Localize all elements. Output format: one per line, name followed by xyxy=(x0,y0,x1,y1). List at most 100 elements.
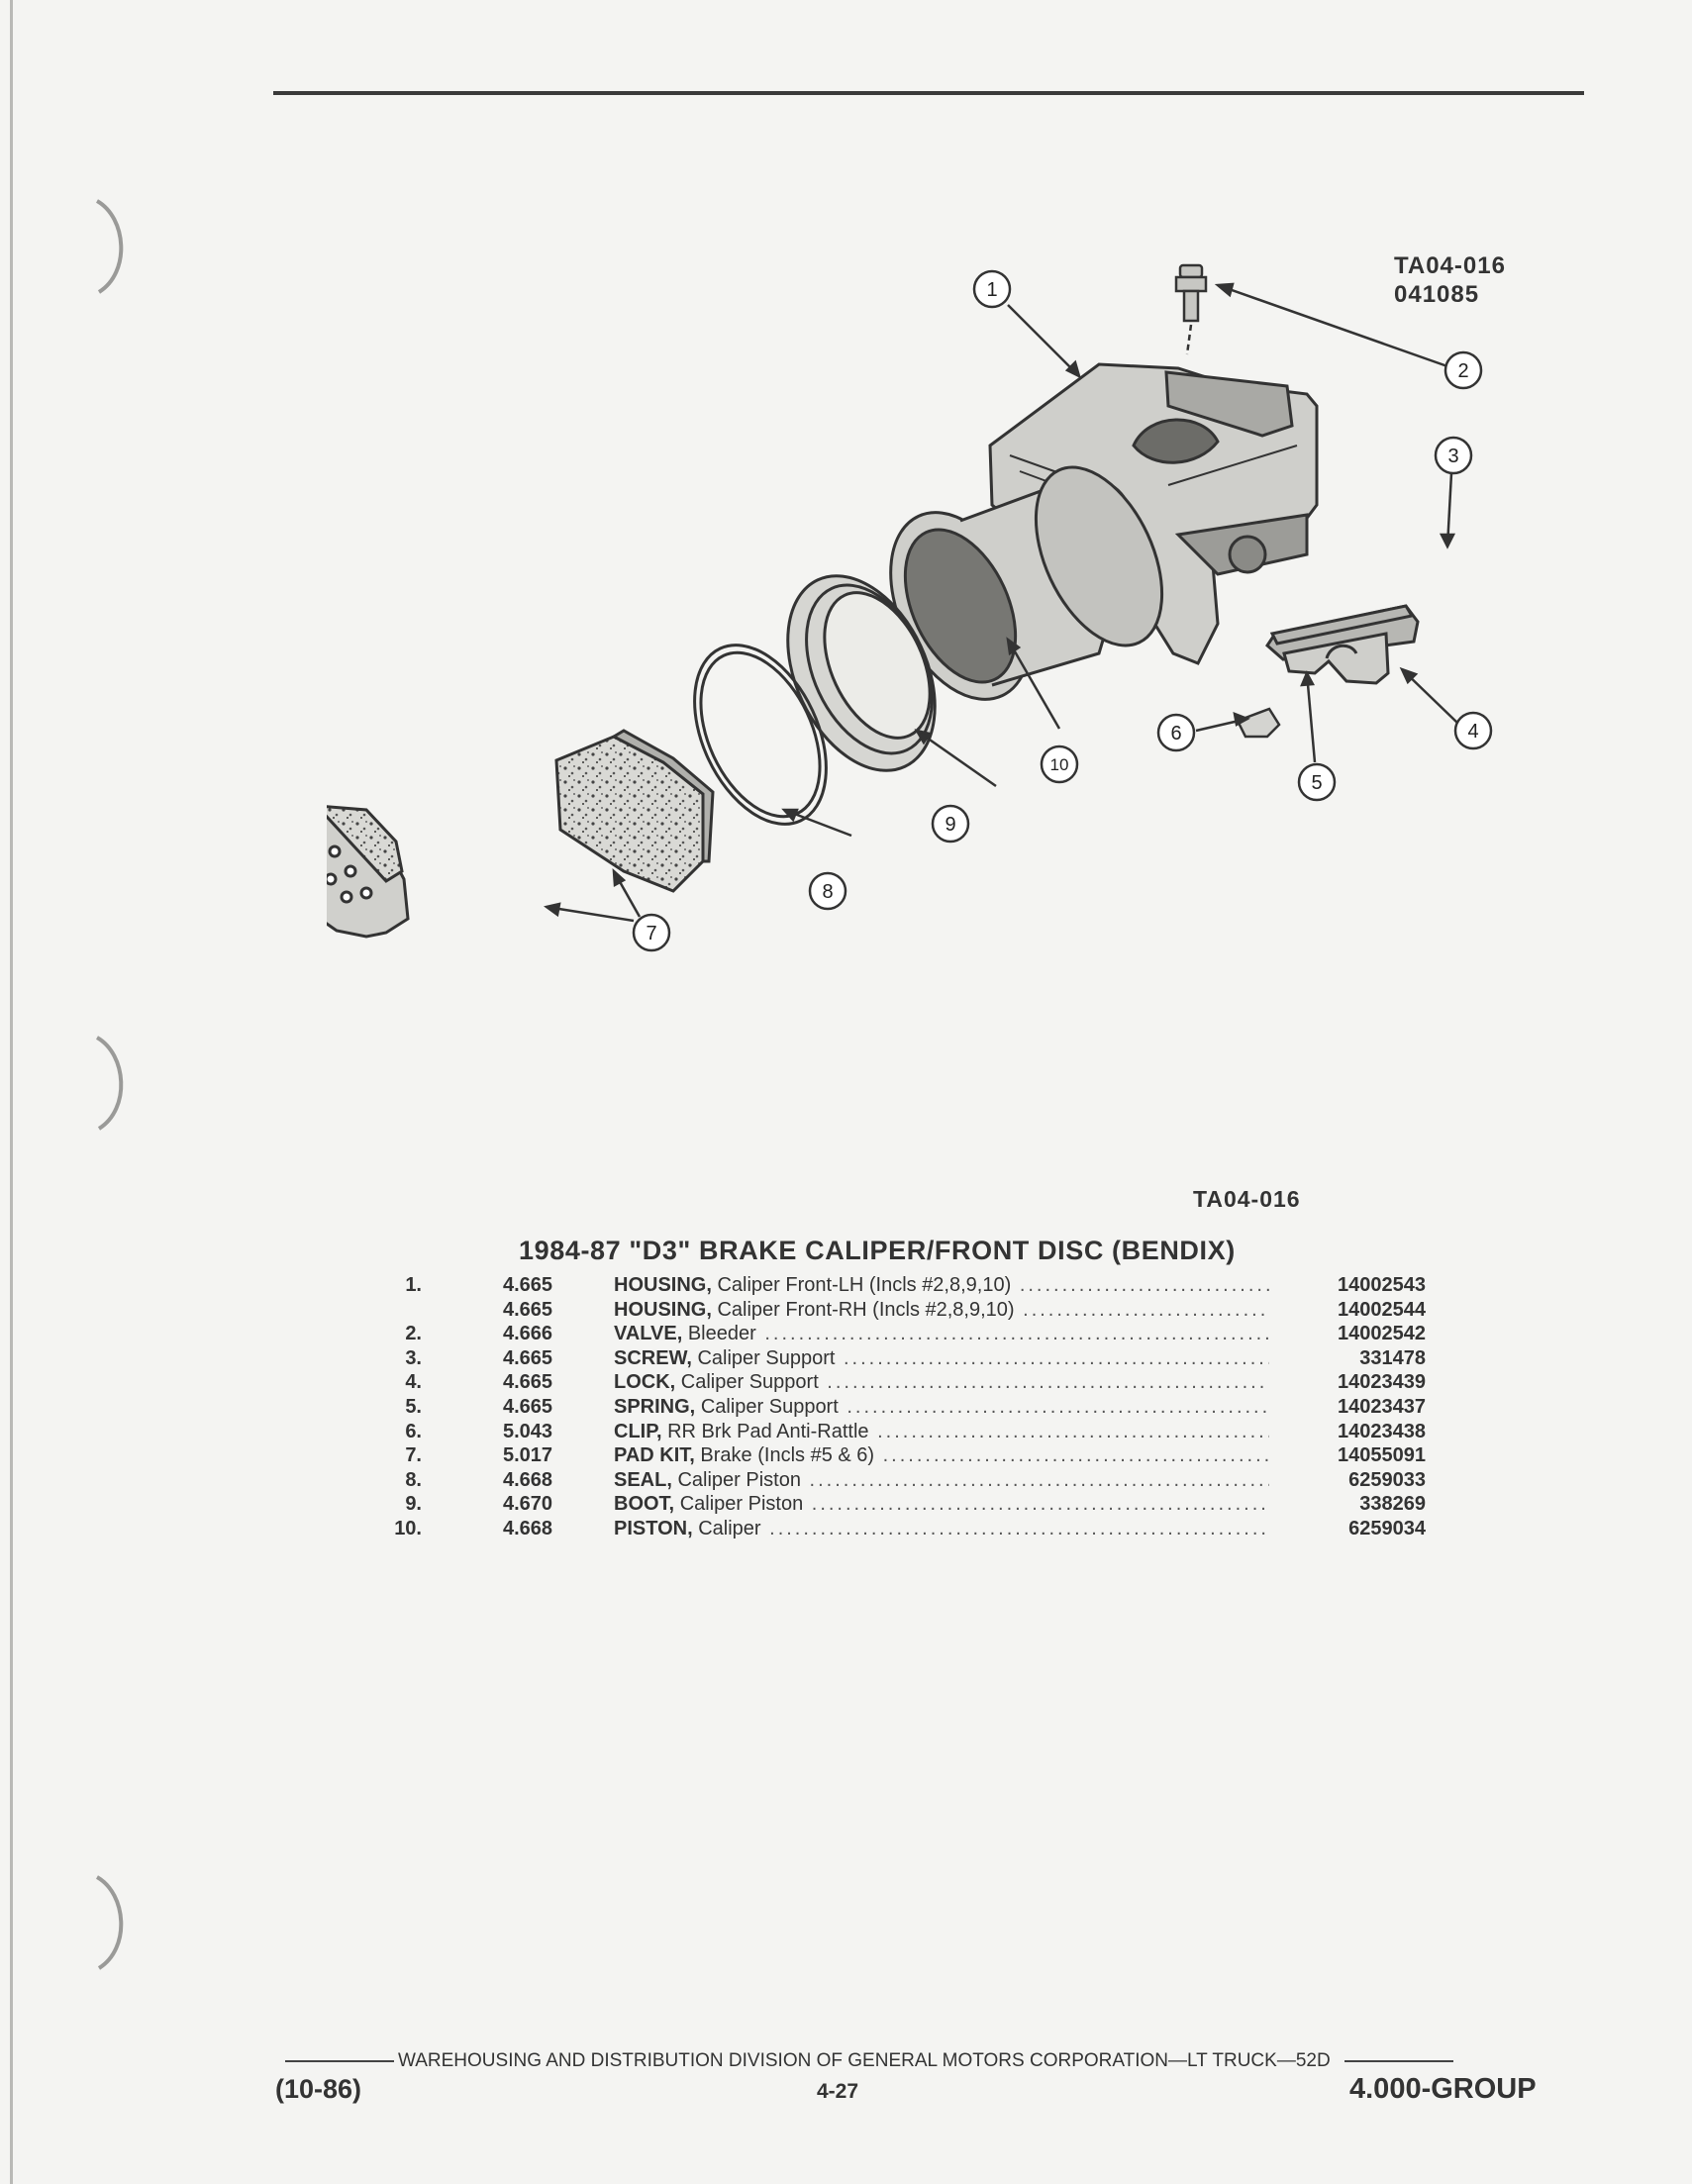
part-number: 14002543 xyxy=(1338,1274,1426,1296)
part-detail: Brake (Incls #5 & 6) xyxy=(700,1444,875,1467)
part-detail: Caliper Support xyxy=(680,1371,819,1394)
callout-1: 1 xyxy=(972,269,1012,309)
callout-7: 7 xyxy=(632,913,671,952)
part-detail: Bleeder xyxy=(687,1323,756,1345)
part-number: 331478 xyxy=(1359,1346,1426,1369)
part-item-number: 2. xyxy=(405,1323,422,1345)
dot-leader: ........................................… xyxy=(764,1323,1269,1345)
part-description: HOUSING, Caliper Front-RH (Incls #2,8,9,… xyxy=(614,1298,1269,1323)
callouts: 1 2 3 4 5 6 7 8 9 10 xyxy=(632,269,1493,952)
part-detail: Caliper xyxy=(698,1517,761,1539)
footer-date: (10-86) xyxy=(275,2074,362,2104)
part-group-number: 4.668 xyxy=(503,1468,553,1491)
svg-text:4: 4 xyxy=(1467,721,1478,743)
part-detail: Caliper Front-RH (Incls #2,8,9,10) xyxy=(717,1298,1015,1321)
inboard-brake-pad xyxy=(554,729,715,893)
part-name: PISTON, xyxy=(614,1517,693,1539)
part-number: 14002542 xyxy=(1338,1323,1426,1345)
part-name: HOUSING, xyxy=(614,1274,712,1296)
callout-5: 5 xyxy=(1297,762,1337,802)
part-group-number: 4.665 xyxy=(503,1298,553,1321)
part-description: VALVE, Bleeder .........................… xyxy=(614,1322,1269,1346)
caliper-piston xyxy=(889,465,1164,701)
part-detail: Caliper Support xyxy=(697,1346,836,1369)
dot-leader: ........................................… xyxy=(843,1346,1269,1369)
svg-text:9: 9 xyxy=(945,814,955,836)
dot-leader: ........................................… xyxy=(1023,1298,1269,1321)
page-number: 4-27 xyxy=(817,2080,859,2103)
part-group-number: 5.043 xyxy=(503,1420,553,1442)
dot-leader: ........................................… xyxy=(882,1444,1269,1467)
svg-text:7: 7 xyxy=(646,923,656,944)
callout-9: 9 xyxy=(931,804,970,844)
part-item-number: 4. xyxy=(405,1371,422,1394)
part-item-number: 3. xyxy=(405,1346,422,1369)
part-name: CLIP, xyxy=(614,1420,662,1442)
part-name: SPRING, xyxy=(614,1395,696,1418)
dot-leader: ........................................… xyxy=(827,1371,1269,1394)
part-name: VALVE, xyxy=(614,1323,683,1345)
dot-leader: ........................................… xyxy=(846,1395,1269,1418)
caliper-piston-boot xyxy=(786,574,937,772)
dot-leader: ........................................… xyxy=(769,1517,1269,1539)
figure-reference: TA04-016 xyxy=(1193,1186,1301,1212)
anti-rattle-clip xyxy=(1236,707,1281,739)
part-detail: Caliper Support xyxy=(700,1395,839,1418)
part-group-number: 4.665 xyxy=(503,1371,553,1394)
part-item-number: 8. xyxy=(405,1468,422,1491)
part-detail: Caliper Piston xyxy=(677,1468,801,1491)
bleeder-valve xyxy=(1174,263,1208,355)
footer-publisher-text: WAREHOUSING AND DISTRIBUTION DIVISION OF… xyxy=(398,2050,1331,2071)
part-number: 6259033 xyxy=(1348,1468,1426,1491)
part-group-number: 4.668 xyxy=(503,1517,553,1539)
binder-hole-top xyxy=(95,199,124,294)
part-description: BOOT, Caliper Piston ...................… xyxy=(614,1492,1269,1517)
drawing-code-line2: 041085 xyxy=(1394,281,1480,308)
part-row: 10. 4.668 PISTON, Caliper ................… xyxy=(368,1517,1426,1541)
svg-text:5: 5 xyxy=(1311,772,1322,794)
part-name: SCREW, xyxy=(614,1346,692,1369)
footer-dash-right xyxy=(1344,2060,1453,2062)
svg-text:8: 8 xyxy=(822,881,833,903)
part-description: HOUSING, Caliper Front-LH (Incls #2,8,9,… xyxy=(614,1273,1269,1298)
part-group-number: 4.670 xyxy=(503,1493,553,1516)
part-item-number: 1. xyxy=(405,1274,422,1296)
part-number: 14055091 xyxy=(1338,1444,1426,1467)
footer-group: 4.000-GROUP xyxy=(1349,2073,1537,2105)
part-group-number: 4.666 xyxy=(503,1323,553,1345)
part-item-number: 10. xyxy=(394,1517,422,1539)
binder-hole-bottom xyxy=(95,1875,124,1970)
callout-8: 8 xyxy=(808,871,847,911)
callout-2: 2 xyxy=(1443,350,1483,390)
part-description: SCREW, Caliper Support .................… xyxy=(614,1346,1269,1371)
part-item-number: 7. xyxy=(405,1444,422,1467)
callout-3: 3 xyxy=(1434,436,1473,475)
drawing-code-line1: TA04-016 xyxy=(1394,252,1506,279)
parts-list: 1. 4.665 HOUSING, Caliper Front-LH (Incls … xyxy=(368,1273,1426,1541)
part-group-number: 4.665 xyxy=(503,1346,553,1369)
binder-hole-middle xyxy=(95,1036,124,1131)
part-detail: Caliper Front-LH (Incls #2,8,9,10) xyxy=(717,1274,1012,1296)
part-number: 14002544 xyxy=(1338,1298,1426,1321)
part-name: SEAL, xyxy=(614,1468,672,1491)
exploded-view-drawing: 10 xyxy=(327,263,1493,952)
part-row: 2. 4.666 VALVE, Bleeder ..................… xyxy=(368,1322,1426,1346)
part-group-number: 4.665 xyxy=(503,1395,553,1418)
leader-lines xyxy=(544,282,1458,923)
support-spring xyxy=(1269,604,1415,645)
part-description: CLIP, RR Brk Pad Anti-Rattle ...........… xyxy=(614,1420,1269,1444)
dot-leader: ........................................… xyxy=(877,1420,1269,1442)
svg-text:10: 10 xyxy=(1050,755,1069,774)
part-description: PISTON, Caliper ........................… xyxy=(614,1517,1269,1541)
part-description: PAD KIT, Brake (Incls #5 & 6) ..........… xyxy=(614,1443,1269,1468)
part-number: 14023437 xyxy=(1338,1395,1426,1418)
dot-leader: ........................................… xyxy=(811,1493,1269,1516)
drawing-code: TA04-016 041085 xyxy=(1394,251,1506,309)
